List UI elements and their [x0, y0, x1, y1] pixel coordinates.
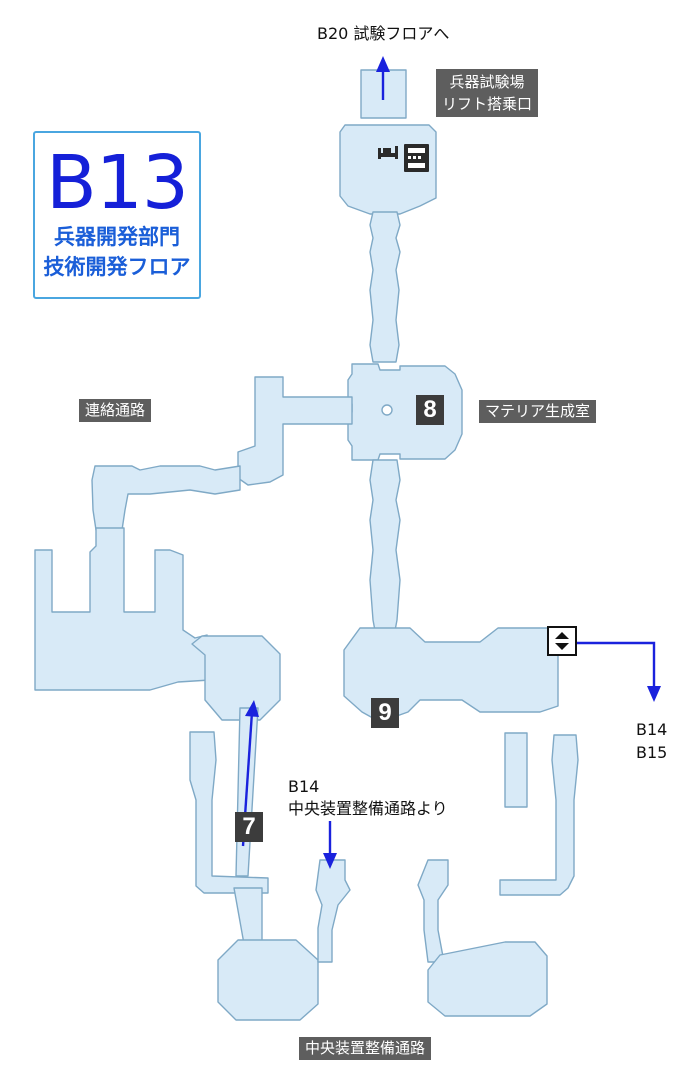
east-corridor [499, 734, 579, 896]
hub-pillar [381, 404, 393, 416]
central-corridor-east-hall [427, 941, 548, 1017]
b14-exit-arrow [577, 641, 661, 702]
department-name: 兵器開発部門 [54, 225, 180, 249]
lift-label: 兵器試験場 リフト搭乗口 [436, 69, 539, 117]
marker-9: 9 [371, 698, 399, 728]
central-corridor-west-entrance [315, 859, 351, 963]
connecting-passage-corridor [237, 376, 353, 486]
to-b14-label: B14 [636, 720, 668, 739]
from-b14-label-line1: B14 [288, 777, 320, 796]
central-corridor-west-hall [217, 939, 319, 1021]
north-corridor [369, 211, 401, 363]
save-point-icon [404, 144, 429, 172]
central-passage-label: 中央装置整備通路 [299, 1037, 432, 1060]
central-corridor-east-entrance [417, 859, 449, 963]
elevator-icon[interactable] [547, 626, 577, 656]
southwest-corridor [189, 731, 269, 894]
floor-name: 技術開発フロア [43, 255, 191, 279]
southwest-link [233, 887, 263, 945]
east-stub-room [504, 732, 528, 808]
floor-legend: B13 兵器開発部門 技術開発フロア [33, 131, 201, 299]
exit-up-arrow [376, 56, 390, 100]
from-b14-arrow [323, 821, 337, 869]
west-lobby [191, 635, 281, 721]
materia-hub [347, 363, 463, 461]
from-b14-label-line2: 中央装置整備通路より [288, 799, 448, 818]
floor-number: B13 [46, 140, 189, 226]
bed-icon [378, 146, 398, 159]
to-b15-label: B15 [636, 743, 668, 762]
elevator-arrows-icon [555, 632, 569, 650]
marker-7: 7 [235, 812, 263, 842]
materia-room-label: マテリア生成室 [479, 400, 597, 423]
west-link-corridor [91, 465, 241, 531]
south-corridor [369, 459, 401, 637]
marker-8: 8 [416, 395, 444, 425]
lift-label-line2: リフト搭乗口 [442, 95, 533, 113]
exit-top-label: B20 試験フロアへ [317, 24, 450, 43]
lift-label-line1: 兵器試験場 [449, 73, 525, 91]
west-hall [34, 527, 211, 691]
connecting-passage-label: 連絡通路 [79, 399, 152, 422]
